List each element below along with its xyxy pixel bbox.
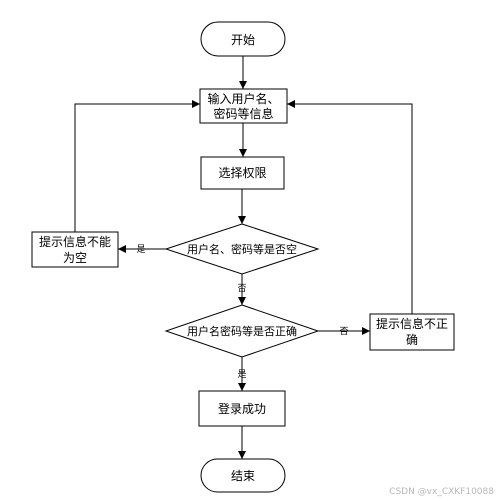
decision-empty-label: 用户名、密码等是否空 — [187, 242, 297, 256]
prompt-empty-line1: 提示信息不能 — [39, 234, 111, 249]
prompt-empty-line2: 为空 — [63, 251, 87, 265]
arrow-prompt-wrong-back — [287, 100, 413, 314]
edge-label-empty-no: 否 — [237, 283, 246, 294]
end-terminal: 结束 — [200, 458, 286, 493]
input-label-line1: 输入用户名、 — [207, 91, 279, 106]
decision-empty-diamond: 用户名、密码等是否空 — [164, 223, 320, 275]
start-label: 开始 — [231, 33, 255, 47]
decision-correct-label: 用户名密码等是否正确 — [187, 324, 297, 338]
decision-correct-diamond: 用户名密码等是否正确 — [164, 304, 320, 358]
start-terminal: 开始 — [200, 21, 286, 57]
prompt-empty-box: 提示信息不能 为空 — [31, 231, 119, 268]
edge-label-correct-no: 否 — [339, 326, 348, 337]
input-process-box: 输入用户名、 密码等信息 — [199, 88, 288, 124]
edge-label-correct-yes: 是 — [237, 369, 246, 380]
arrow-prompt-empty-back — [74, 100, 200, 232]
success-box: 登录成功 — [198, 390, 286, 427]
success-label: 登录成功 — [218, 401, 266, 416]
prompt-wrong-box: 提示信息不正 确 — [369, 313, 455, 351]
prompt-wrong-line1: 提示信息不正 — [376, 316, 448, 331]
edge-label-empty-yes: 是 — [136, 244, 145, 255]
select-permission-box: 选择权限 — [200, 156, 285, 190]
end-label: 结束 — [231, 469, 255, 483]
watermark: CSDN @vx_CXKF10088 — [389, 487, 494, 497]
prompt-wrong-line2: 确 — [406, 333, 418, 347]
input-label-line2: 密码等信息 — [213, 106, 273, 121]
select-label: 选择权限 — [218, 166, 266, 180]
